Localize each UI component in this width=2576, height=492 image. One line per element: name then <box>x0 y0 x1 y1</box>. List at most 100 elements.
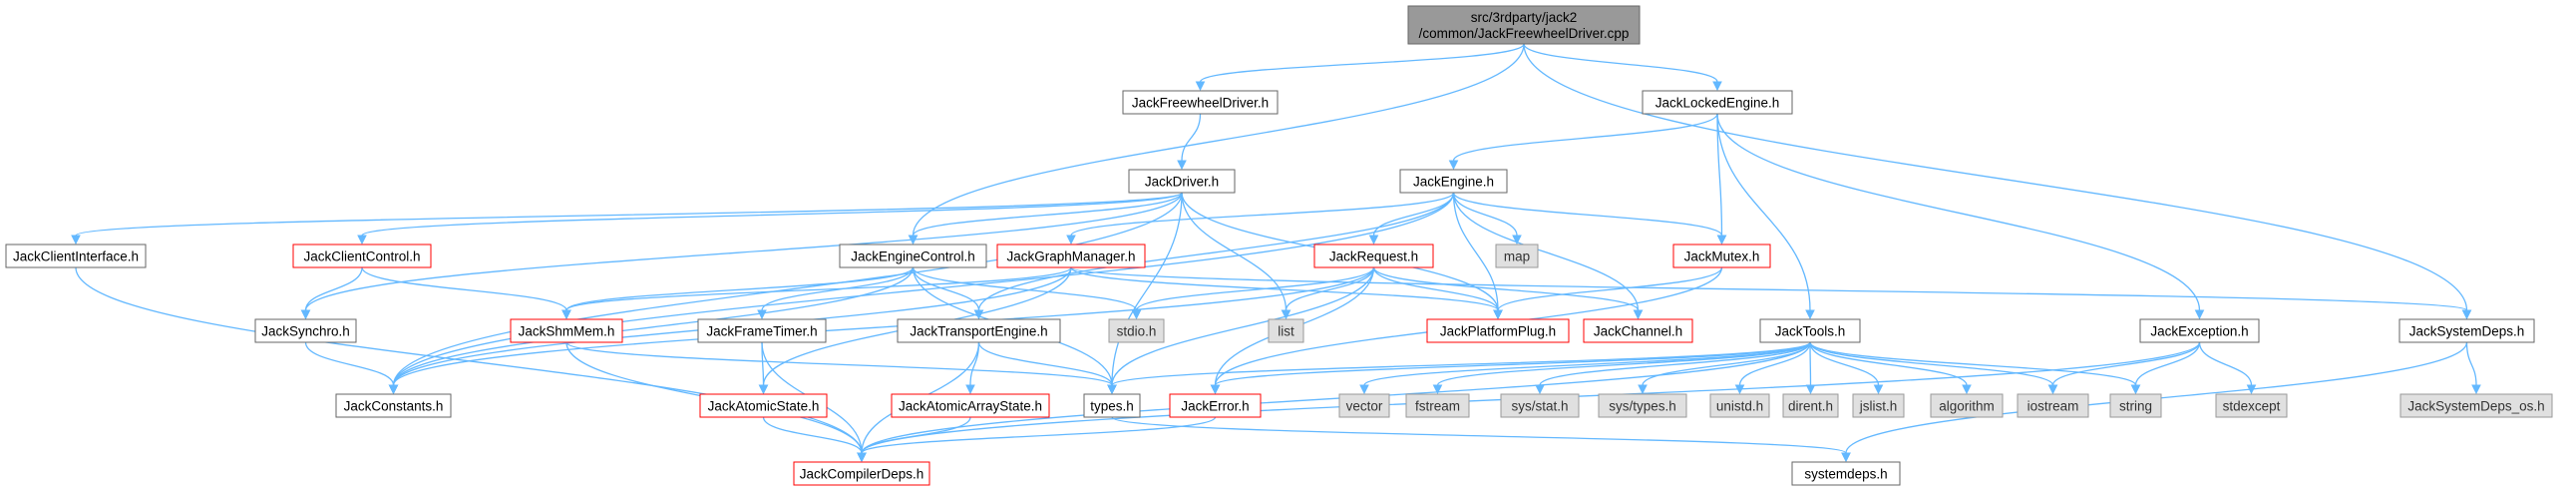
node-label: JackConstants.h <box>344 399 444 414</box>
arrowhead-jack-platform-plug <box>1493 309 1503 320</box>
node-label: JackClientControl.h <box>303 249 420 264</box>
node-box <box>1268 318 1304 343</box>
node-box <box>839 244 987 268</box>
node-box <box>996 244 1146 268</box>
edge-jack-locked-engine-to-jack-engine <box>1452 113 1718 162</box>
node-jack-client-control[interactable]: JackClientControl.h <box>292 244 432 268</box>
node-list: list <box>1268 318 1304 343</box>
arrowhead-jack-locked-engine <box>1712 81 1722 92</box>
node-label: jslist.h <box>1859 399 1898 414</box>
node-jack-client-interface[interactable]: JackClientInterface.h <box>5 244 147 268</box>
edge-jack-client-control-to-jack-shm-mem <box>361 266 567 311</box>
node-box <box>1709 393 1770 418</box>
arrowhead-jslist <box>1873 384 1884 395</box>
node-box <box>1426 318 1570 343</box>
edge-jack-request-to-list <box>1285 266 1375 311</box>
node-label: types.h <box>1090 399 1134 414</box>
node-jack-locked-engine[interactable]: JackLockedEngine.h <box>1642 90 1793 115</box>
arrowhead-stdio <box>1131 309 1142 320</box>
node-jack-atomic-state[interactable]: JackAtomicState.h <box>699 393 828 418</box>
edge-jack-atomic-state-to-jack-compiler-deps <box>762 416 863 454</box>
edge-jack-engine-to-map <box>1452 192 1518 237</box>
node-jack-platform-plug[interactable]: JackPlatformPlug.h <box>1426 318 1570 343</box>
node-root[interactable]: src/3rdparty/jack2/common/JackFreewheelD… <box>1407 5 1641 45</box>
node-label: JackAtomicState.h <box>708 399 820 414</box>
node-jack-exception[interactable]: JackException.h <box>2139 318 2260 343</box>
node-systemdeps[interactable]: systemdeps.h <box>1791 461 1901 486</box>
node-jack-engine-control[interactable]: JackEngineControl.h <box>839 244 987 268</box>
node-jack-engine[interactable]: JackEngine.h <box>1399 169 1508 194</box>
node-jack-driver[interactable]: JackDriver.h <box>1128 169 1236 194</box>
node-jack-shm-mem[interactable]: JackShmMem.h <box>510 318 623 343</box>
node-jack-transport-engine[interactable]: JackTransportEngine.h <box>897 318 1061 343</box>
node-fstream: fstream <box>1405 393 1470 418</box>
node-label: JackShmMem.h <box>519 324 615 339</box>
node-box <box>1759 318 1861 343</box>
node-box <box>1313 244 1434 268</box>
arrowhead-jack-engine <box>1448 160 1459 171</box>
edge-jack-engine-control-to-jack-transport-engine <box>912 266 980 311</box>
node-jack-channel[interactable]: JackChannel.h <box>1583 318 1693 343</box>
node-label: JackGraphManager.h <box>1006 249 1135 264</box>
node-box <box>1672 244 1771 268</box>
node-jack-request[interactable]: JackRequest.h <box>1313 244 1434 268</box>
edge-types-to-systemdeps <box>1111 416 1847 454</box>
node-label: JackSystemDeps.h <box>2409 324 2525 339</box>
node-label: JackError.h <box>1181 399 1249 414</box>
node-jack-constants[interactable]: JackConstants.h <box>335 393 452 418</box>
node-box <box>1128 169 1236 194</box>
node-box <box>292 244 432 268</box>
edge-jack-engine-to-jack-channel <box>1452 192 1640 311</box>
edge-jack-shm-mem-to-types <box>565 341 1113 386</box>
node-label: JackRequest.h <box>1329 249 1418 264</box>
edge-jack-driver-to-jack-constants <box>392 192 1183 386</box>
node-stdexcept: stdexcept <box>2215 393 2288 418</box>
node-jack-atomic-array-state[interactable]: JackAtomicArrayState.h <box>891 393 1050 418</box>
edge-root-to-jack-locked-engine <box>1523 43 1718 83</box>
node-jack-freewheel-driver[interactable]: JackFreewheelDriver.h <box>1122 90 1279 115</box>
node-label: JackDriver.h <box>1145 175 1219 190</box>
node-label: stdio.h <box>1117 324 1157 339</box>
node-jack-synchro[interactable]: JackSynchro.h <box>254 318 357 343</box>
edge-jack-locked-engine-to-jack-exception <box>1716 113 2201 311</box>
node-label: JackPlatformPlug.h <box>1440 324 1556 339</box>
node-jack-compiler-deps[interactable]: JackCompilerDeps.h <box>793 461 930 486</box>
arrowhead-jack-graph-manager <box>1066 235 1076 246</box>
node-jack-tools[interactable]: JackTools.h <box>1759 318 1861 343</box>
node-systypes: sys/types.h <box>1598 393 1687 418</box>
arrowhead-vector <box>1359 384 1369 395</box>
node-box <box>2017 393 2089 418</box>
arrowhead-list <box>1281 309 1291 320</box>
edge-jack-engine-to-jack-mutex <box>1452 192 1723 237</box>
edge-jack-graph-manager-to-jack-platform-plug <box>1070 266 1499 311</box>
node-jack-frame-timer[interactable]: JackFrameTimer.h <box>697 318 827 343</box>
node-jack-error[interactable]: JackError.h <box>1169 393 1262 418</box>
node-label: sys/stat.h <box>1511 399 1568 414</box>
arrowhead-jack-channel <box>1633 309 1644 320</box>
edge-jack-locked-engine-to-jack-mutex <box>1716 113 1723 237</box>
edge-jack-driver-to-jack-engine-control <box>912 192 1183 237</box>
edge-jack-tools-to-fstream <box>1436 341 1811 386</box>
node-box <box>335 393 452 418</box>
edge-jack-request-to-stdio <box>1135 266 1375 311</box>
node-jack-mutex[interactable]: JackMutex.h <box>1672 244 1771 268</box>
node-label: algorithm <box>1939 399 1995 414</box>
node-label: JackFrameTimer.h <box>706 324 817 339</box>
node-label: /common/JackFreewheelDriver.cpp <box>1419 26 1630 41</box>
edge-jack-locked-engine-to-jack-tools <box>1716 113 1811 311</box>
node-jack-system-deps[interactable]: JackSystemDeps.h <box>2398 318 2535 343</box>
node-algorithm: algorithm <box>1930 393 2004 418</box>
node-box <box>254 318 357 343</box>
node-box <box>2139 318 2260 343</box>
arrowhead-jack-freewheel-driver <box>1195 81 1206 92</box>
node-stdio: stdio.h <box>1108 318 1165 343</box>
node-sysstat: sys/stat.h <box>1500 393 1580 418</box>
node-box <box>1405 393 1470 418</box>
node-jack-graph-manager[interactable]: JackGraphManager.h <box>996 244 1146 268</box>
node-label: JackSynchro.h <box>261 324 350 339</box>
edge-jack-graph-manager-to-jack-system-deps <box>1070 266 2468 311</box>
node-types[interactable]: types.h <box>1083 393 1141 418</box>
arrowhead-jack-request <box>1368 235 1379 246</box>
arrowhead-systemdeps <box>1841 452 1851 463</box>
